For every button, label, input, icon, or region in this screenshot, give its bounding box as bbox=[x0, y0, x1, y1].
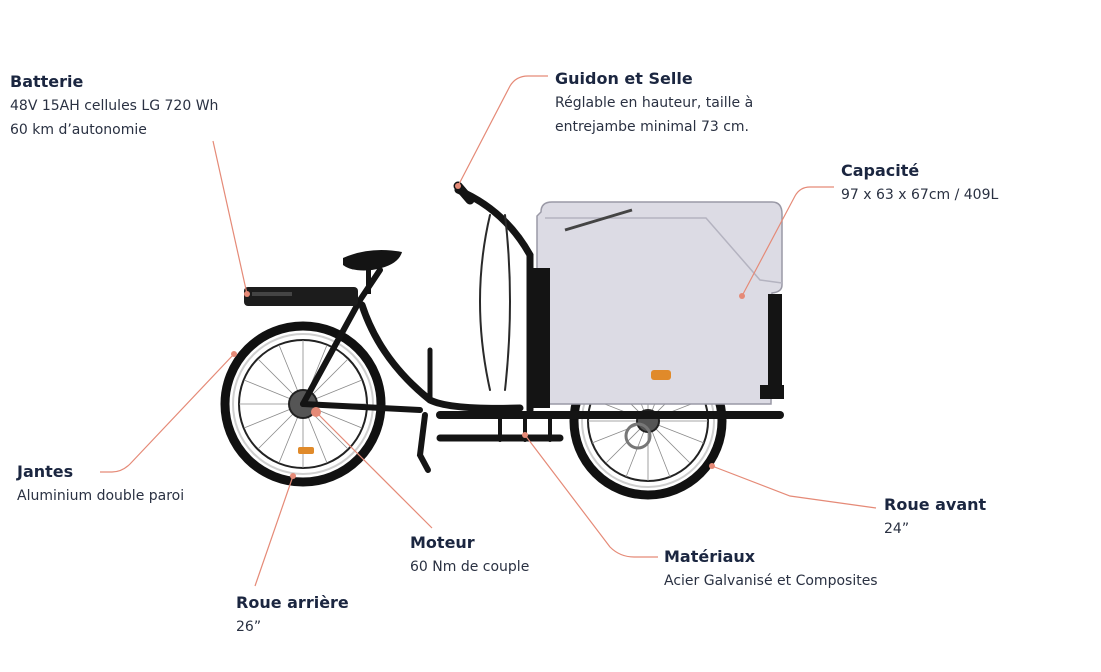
rear-wheel-desc: 26” bbox=[236, 619, 262, 635]
callout-rear-wheel: Roue arrière 26” bbox=[236, 591, 349, 639]
callout-battery: Batterie 48V 15AH cellules LG 720 Wh 60 … bbox=[10, 70, 218, 142]
front-wheel-title: Roue avant bbox=[884, 495, 987, 514]
callout-rims: Jantes Aluminium double paroi bbox=[17, 460, 184, 508]
materials-desc: Acier Galvanisé et Composites bbox=[664, 573, 878, 589]
leader-lines bbox=[100, 75, 877, 587]
battery-desc-line-1: 48V 15AH cellules LG 720 Wh bbox=[10, 98, 219, 114]
handlebar-title: Guidon et Selle bbox=[555, 69, 693, 88]
battery-pack bbox=[244, 287, 358, 306]
callout-capacity: Capacité 97 x 63 x 67cm / 409L bbox=[841, 159, 998, 207]
materials-title: Matériaux bbox=[664, 547, 756, 566]
rims-title: Jantes bbox=[17, 462, 74, 481]
rear-wheel-title: Roue arrière bbox=[236, 593, 349, 612]
callout-front-wheel: Roue avant 24” bbox=[884, 493, 986, 541]
handlebar-desc-line-2: entrejambe minimal 73 cm. bbox=[555, 119, 749, 135]
handlebar-desc-line-1: Réglable en hauteur, taille à bbox=[555, 95, 754, 111]
capacity-title: Capacité bbox=[841, 161, 920, 180]
saddle bbox=[343, 250, 402, 294]
rims-desc: Aluminium double paroi bbox=[17, 488, 185, 504]
capacity-desc: 97 x 63 x 67cm / 409L bbox=[841, 187, 999, 203]
cargo-box bbox=[532, 201, 784, 408]
callout-motor: Moteur 60 Nm de couple bbox=[410, 531, 529, 579]
callout-handlebar: Guidon et Selle Réglable en hauteur, tai… bbox=[555, 67, 753, 139]
motor-desc: 60 Nm de couple bbox=[410, 559, 530, 575]
callout-materials: Matériaux Acier Galvanisé et Composites bbox=[664, 545, 878, 593]
front-wheel-desc: 24” bbox=[884, 521, 910, 537]
battery-title: Batterie bbox=[10, 72, 84, 91]
motor-title: Moteur bbox=[410, 533, 475, 552]
battery-desc-line-2: 60 km d’autonomie bbox=[10, 122, 147, 138]
